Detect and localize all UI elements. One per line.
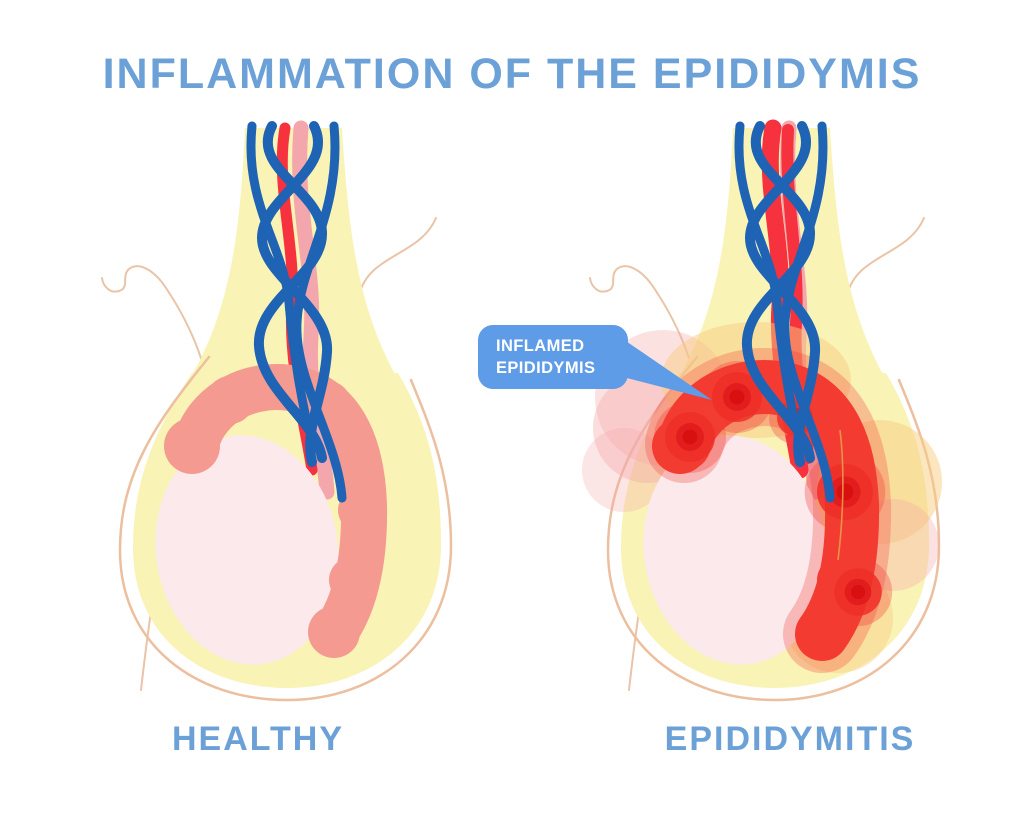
callout-line-1: INFLAMED	[496, 337, 585, 355]
callout-tail	[620, 337, 712, 400]
page-title: INFLAMMATION OF THE EPIDIDYMIS	[102, 50, 922, 98]
label-healthy: HEALTHY	[171, 720, 345, 758]
callout-line-2: EPIDIDYMIS	[496, 358, 596, 377]
duct-line	[837, 429, 844, 561]
figure-healthy	[101, 126, 453, 702]
label-epididymitis: EPIDIDYMITIS	[664, 720, 916, 758]
callout-bubble: INFLAMED EPIDIDYMIS	[478, 325, 628, 389]
figure-epididymitis	[582, 126, 942, 702]
